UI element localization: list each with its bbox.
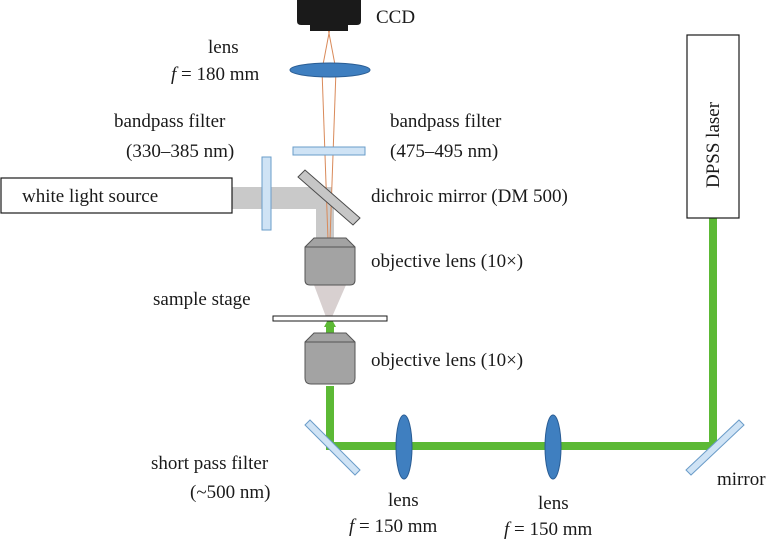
lens-180mm-icon [289, 62, 371, 78]
short-pass-filter-title: short pass filter [151, 453, 269, 474]
ccd-camera-icon [297, 0, 361, 31]
bandpass-filter-475-495-icon [292, 146, 366, 156]
lens-150mm-left-label: lens [388, 490, 419, 511]
dichroic-mirror-label: dichroic mirror (DM 500) [371, 186, 568, 207]
sample-stage-label: sample stage [153, 289, 251, 310]
white-light-beam-down [316, 198, 334, 238]
dichroic-mirror-icon [297, 169, 361, 226]
white-light-source-box [0, 177, 233, 214]
dpss-laser-box [686, 34, 740, 219]
ccd-label: CCD [376, 7, 415, 28]
white-light-beam [232, 187, 332, 209]
lens-150mm-left-icon [395, 414, 413, 480]
objective-lens-bottom-icon [304, 332, 356, 385]
bandpass-filter-right-title: bandpass filter [390, 111, 502, 132]
objective-lens-bottom-label: objective lens (10×) [371, 350, 523, 371]
objective-lens-top-icon [304, 237, 356, 286]
sample-stage-icon [272, 315, 388, 322]
objective-lens-top-label: objective lens (10×) [371, 251, 523, 272]
white-light-source-label: white light source [22, 186, 158, 207]
short-pass-filter-icon [304, 419, 361, 476]
mirror-label: mirror [717, 469, 766, 490]
bandpass-filter-right-range: (475–495 nm) [390, 141, 498, 162]
lens-150mm-right-icon [544, 414, 562, 480]
lens-150mm-right-focal-label: f = 150 mm [504, 519, 593, 540]
lens-180mm-focal-label: f = 180 mm [171, 64, 260, 85]
mirror-icon [685, 419, 745, 476]
dpss-laser-label: DPSS laser [703, 101, 724, 188]
bandpass-filter-left-title: bandpass filter [114, 111, 226, 132]
lens-150mm-right-label: lens [538, 493, 569, 514]
lens-150mm-left-focal-label: f = 150 mm [349, 516, 438, 537]
excitation-cone [314, 285, 346, 317]
bandpass-filter-left-range: (330–385 nm) [126, 141, 234, 162]
lens-180mm-label: lens [208, 37, 239, 58]
bandpass-filter-330-385-icon [261, 156, 272, 231]
short-pass-filter-range: (~500 nm) [190, 482, 270, 503]
